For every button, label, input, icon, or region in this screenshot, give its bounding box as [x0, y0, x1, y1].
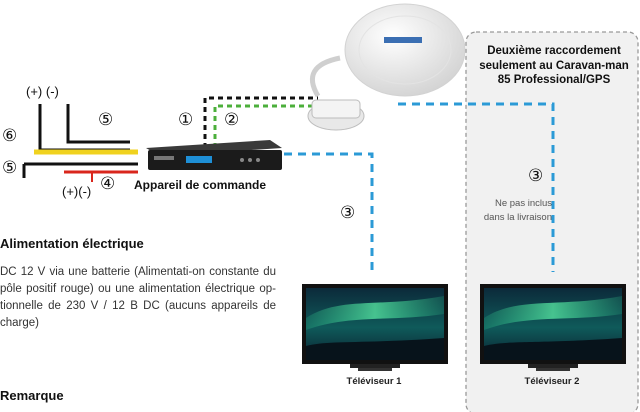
power-heading: Alimentation électrique — [0, 236, 144, 251]
remark-heading: Remarque — [0, 388, 64, 403]
not-included-note: Ne pas inclus dans la livraison — [483, 198, 552, 223]
power-wires — [22, 104, 138, 182]
cable-1-black — [203, 96, 318, 148]
coax-tv2 — [398, 102, 555, 272]
coax-tv1 — [284, 152, 374, 272]
cable-2-green — [213, 104, 322, 148]
header-fragment: — — — — — — — [0, 0, 89, 5]
label-num-2: ② — [224, 110, 240, 130]
label-num-5-left: ⑤ — [2, 158, 18, 178]
label-num-3-left: ③ — [340, 203, 356, 223]
tv-1-label: Téléviseur 1 — [346, 376, 402, 387]
label-num-4: ④ — [100, 174, 116, 194]
control-device — [146, 140, 282, 170]
tv-2 — [480, 284, 626, 371]
label-plus-minus-top: (+) (-) — [26, 84, 59, 99]
second-connection-title: Deuxième raccordement seulement au Carav… — [479, 45, 629, 86]
tv-2-label: Téléviseur 2 — [524, 376, 580, 387]
label-num-1: ① — [178, 110, 194, 130]
satellite-antenna — [307, 3, 466, 131]
label-num-5-mid: ⑤ — [98, 110, 114, 130]
label-plus-minus-bottom: (+)(-) — [62, 184, 92, 199]
label-num-6: ⑥ — [2, 126, 18, 146]
power-description: DC 12 V via une batterie (Alimentati-on … — [0, 266, 276, 329]
control-device-label: Appareil de commande — [134, 178, 267, 192]
tv-1 — [302, 284, 448, 371]
label-num-3-right: ③ — [528, 166, 544, 186]
